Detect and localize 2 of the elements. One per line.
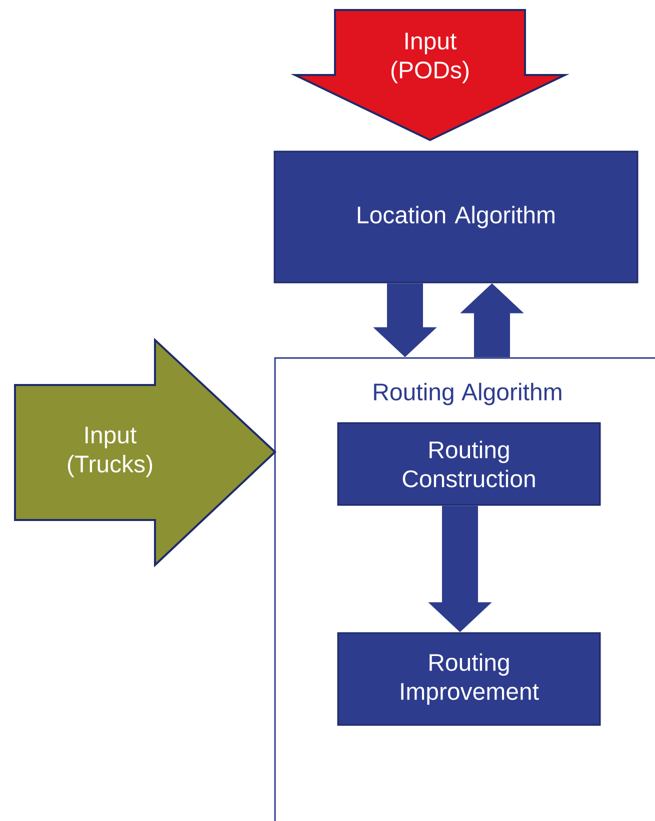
process-box: Location Algorithm [274,150,638,284]
process-box: Routing Construction [337,422,601,506]
